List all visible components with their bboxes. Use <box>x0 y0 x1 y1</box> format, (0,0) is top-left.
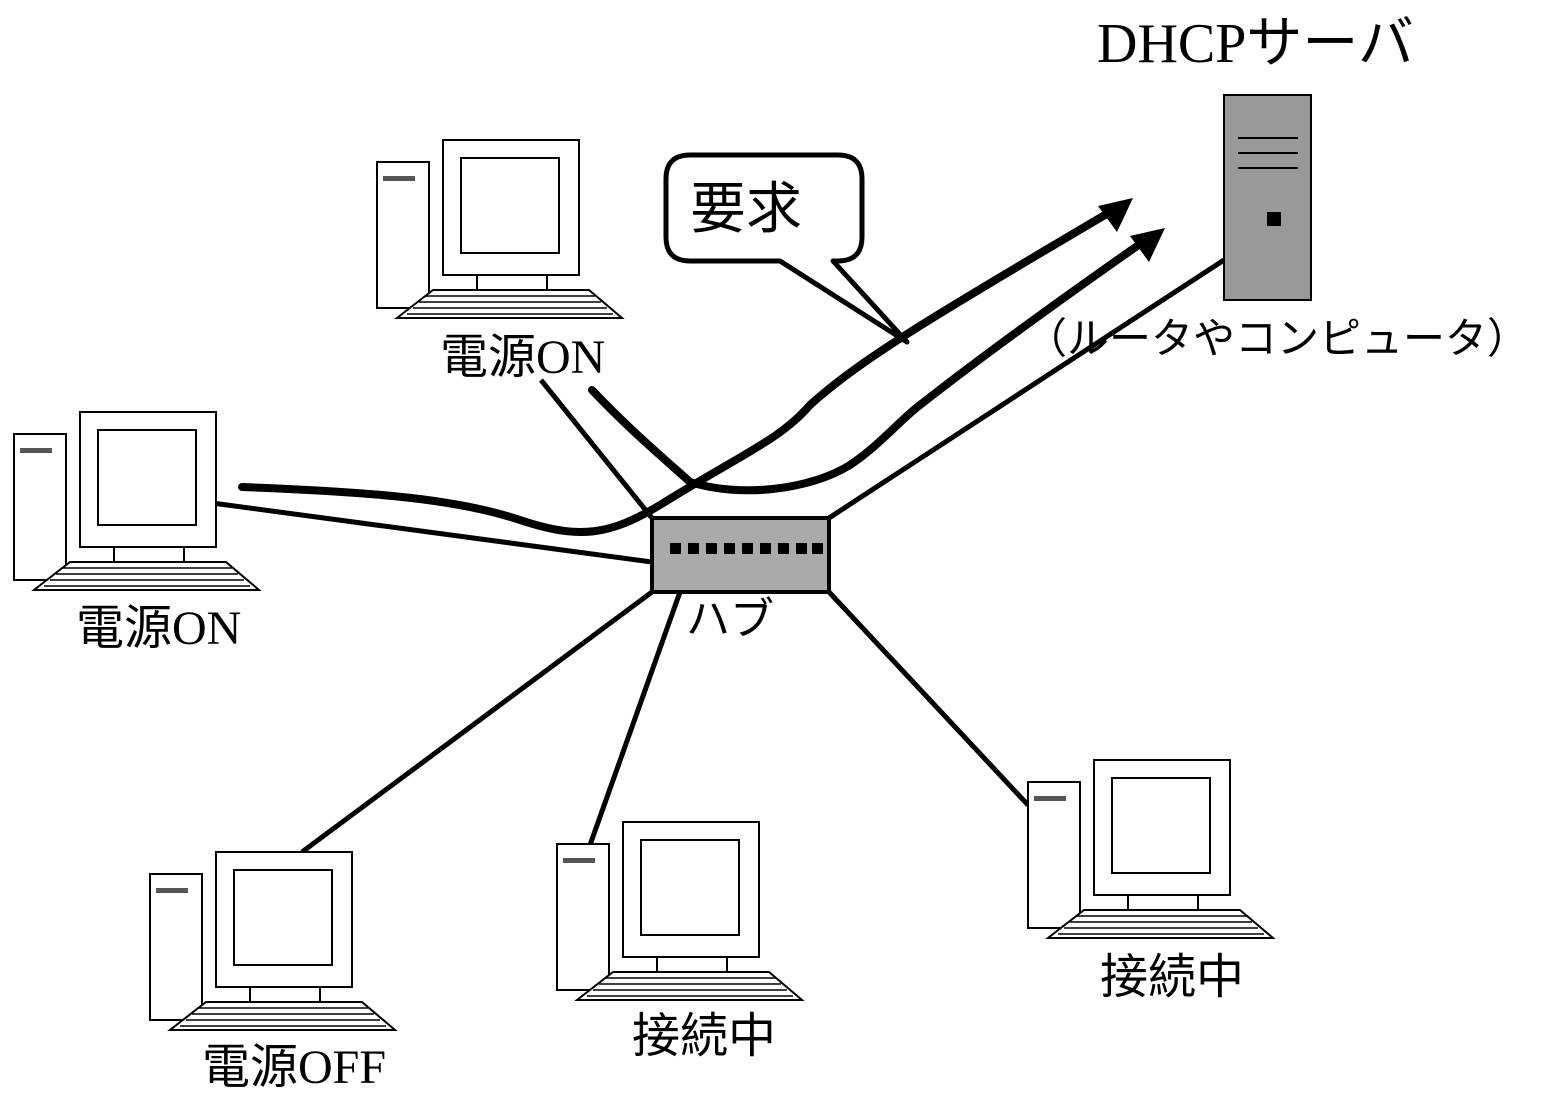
request-path-left-pc <box>238 208 1114 536</box>
cable-server <box>827 257 1226 521</box>
cable-top-pc <box>539 378 654 520</box>
dhcp-server-title: DHCPサーバ <box>1097 13 1414 75</box>
request-paths <box>238 208 1144 536</box>
request-label: 要求 <box>690 177 802 242</box>
network-cables <box>211 257 1226 855</box>
computer-top <box>376 139 623 319</box>
computer-bottom-middle-status: 接続中 <box>632 1008 777 1064</box>
arrowhead-2 <box>1130 228 1165 262</box>
computer-top-status: 電源ON <box>440 331 606 384</box>
request-speech-bubble <box>663 152 910 345</box>
hub-label: ハブ <box>686 594 774 645</box>
cable-bottom-middle-pc <box>587 591 683 846</box>
computer-bottom-middle <box>556 821 803 1001</box>
computer-bottom-left-status: 電源OFF <box>202 1041 387 1094</box>
computer-left <box>13 411 260 591</box>
computer-bottom-right-status: 接続中 <box>1100 949 1245 1005</box>
hub-device <box>650 516 831 594</box>
dhcp-server-note: （ルータやコンピュータ） <box>1025 314 1530 363</box>
dhcp-server-tower <box>1223 94 1312 301</box>
cable-bottom-left-pc <box>300 589 654 855</box>
request-path-top-pc <box>588 240 1144 495</box>
computer-bottom-left <box>149 851 396 1031</box>
computer-left-status: 電源ON <box>76 602 242 655</box>
cable-bottom-right-pc <box>827 590 1030 807</box>
arrowhead-1 <box>1098 198 1133 232</box>
cable-left-pc <box>211 500 653 565</box>
computer-bottom-right <box>1027 759 1274 939</box>
request-arrowheads <box>1098 198 1165 262</box>
